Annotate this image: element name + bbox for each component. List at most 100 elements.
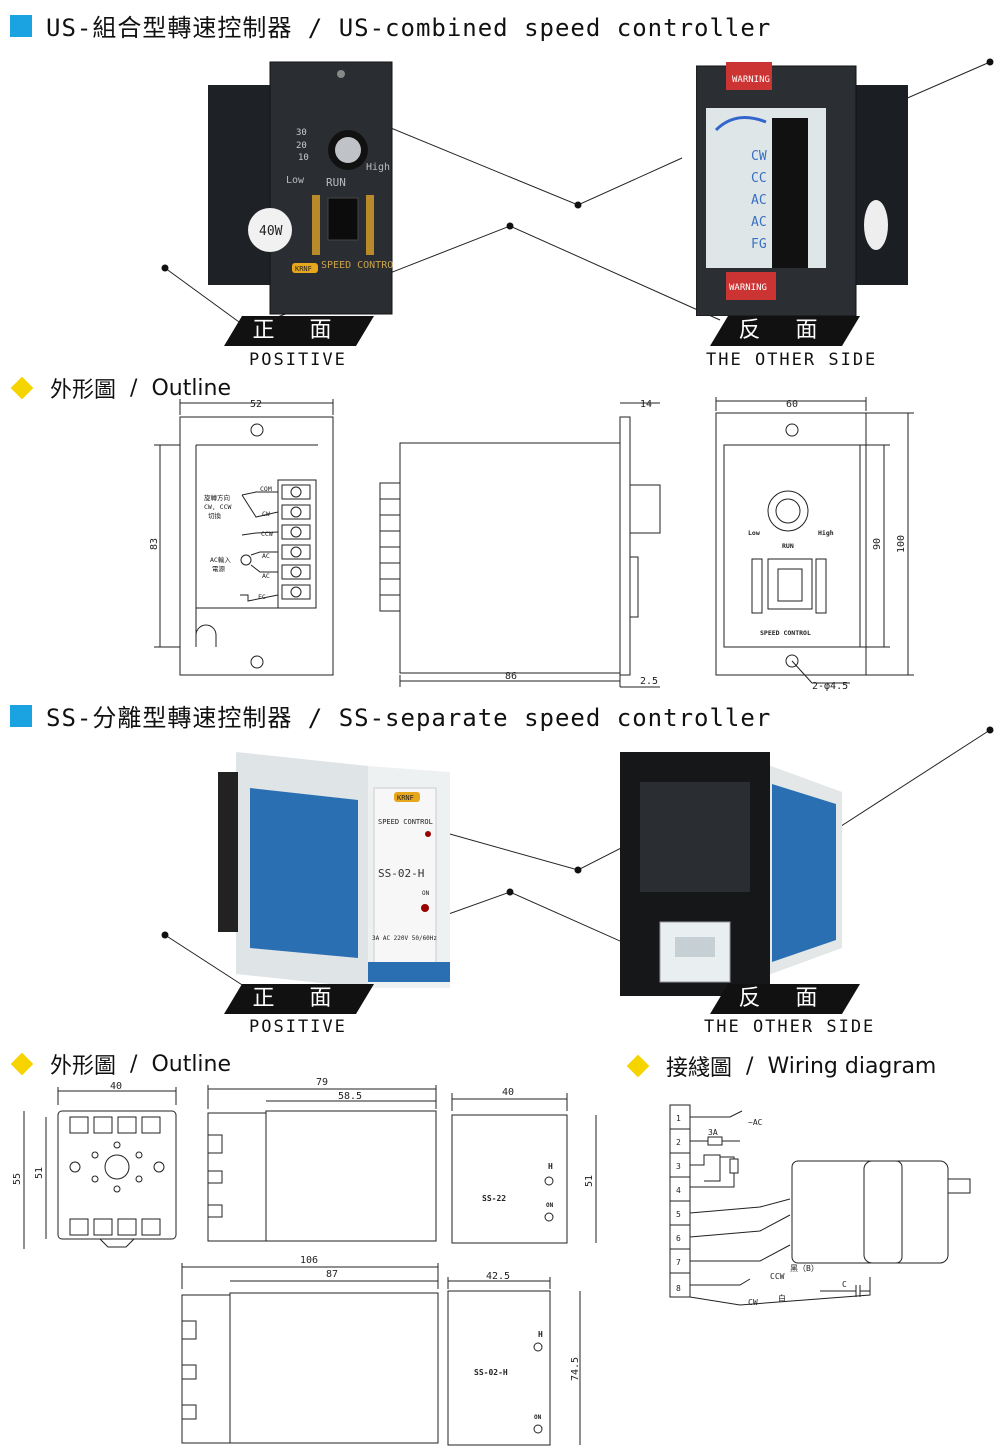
terminal-label: CW [751, 149, 767, 164]
terminal-com: COM [260, 485, 272, 493]
ss-back-photo [620, 752, 842, 996]
terminal-cw: CW [262, 510, 270, 518]
on-label: ON [534, 1414, 542, 1421]
terminal-num: 2 [676, 1138, 681, 1147]
ac-input-label: AC輸入 [210, 555, 231, 564]
speed-control-label: SPEED CONTROL [378, 818, 433, 826]
ss-back-banner: 反 面 [710, 984, 860, 1014]
low-label: Low [748, 529, 760, 537]
h-label: H [538, 1330, 543, 1339]
wiring-label-en: Wiring diagram [767, 1053, 937, 1079]
dim-40: 40 [110, 1081, 122, 1092]
us-connector-lines [161, 58, 994, 331]
ss-back-caption: THE OTHER SIDE [704, 1017, 876, 1037]
us-section-title: US-組合型轉速控制器 / US-combined speed controll… [46, 14, 772, 42]
dim-74-5: 74.5 [570, 1357, 581, 1381]
outline-label-en: Outline [151, 1051, 232, 1077]
us-outline-drawings: 52 83 14 86 2.5 60 90 100 2-φ4.5 旋轉方向 CW… [149, 397, 914, 692]
back-banner-text: 反 面 [738, 318, 832, 343]
dim-2-5: 2.5 [640, 676, 658, 687]
ss-front-banner: 正 面 [224, 984, 374, 1014]
terminal-label: AC [751, 193, 767, 208]
terminal-ac: AC [262, 552, 270, 560]
dial-high-label: High [366, 162, 390, 173]
us-front-photo: 30 20 10 Low High RUN 40W KRNF SPEED CON… [208, 61, 394, 315]
square-bullet-icon [10, 704, 32, 727]
us-outline-header: 外形圖 / Outline [8, 372, 231, 404]
terminal-label: CC [751, 171, 767, 186]
terminal-num: 4 [676, 1186, 681, 1195]
white-wire-label: 白 [778, 1293, 786, 1303]
dim-14: 14 [640, 399, 652, 410]
front-banner-text: 正 面 [252, 318, 346, 343]
ac-input-label: 電源 [212, 564, 226, 573]
dim-83: 83 [149, 538, 160, 550]
speed-control-label: SPEED CONTROL [760, 629, 811, 637]
dim-51: 51 [34, 1167, 45, 1179]
h-label: H [548, 1162, 553, 1171]
slash-separator: / [746, 1053, 754, 1079]
wiring-diagram: 1 2 3 4 5 6 7 8 3A ~AC CCW CW 黑（B） 白 C [669, 1104, 971, 1307]
outline-label-cn: 外形圖 [50, 378, 117, 403]
diamond-bullet-icon [10, 1052, 34, 1076]
ss-front-photo: KRNF SPEED CONTROL SS-02-H ON 3A AC 220V… [218, 752, 450, 988]
ss-outline-drawings: 40 55 51 79 58.5 40 51 106 87 42.5 74.5 … [12, 1077, 597, 1446]
ss-outline-header: 外形圖 / Outline [8, 1048, 231, 1080]
ss-connector-lines [161, 726, 994, 991]
warning-label-top: WARNING [732, 75, 770, 85]
dial-number: 30 [296, 128, 307, 138]
model-label: SS-02-H [378, 867, 424, 880]
run-label: RUN [326, 176, 346, 189]
square-bullet-icon [10, 14, 32, 37]
black-wire-label: 黑（B） [790, 1264, 819, 1273]
dim-40-front: 40 [502, 1087, 514, 1098]
dial-number: 20 [296, 141, 307, 151]
ccw-label: CCW [770, 1272, 785, 1281]
us-back-caption: THE OTHER SIDE [706, 350, 878, 370]
on-label: ON [546, 1202, 554, 1209]
terminal-num: 5 [676, 1210, 681, 1219]
cw-label: CW [748, 1298, 758, 1307]
ac-label: ~AC [748, 1118, 763, 1127]
slash-separator: / [130, 375, 138, 401]
dim-52: 52 [250, 399, 262, 410]
us-back-photo: WARNING CW CC AC AC FG WARNING [696, 62, 908, 316]
dim-55: 55 [12, 1173, 23, 1185]
diamond-bullet-icon [626, 1054, 650, 1078]
rot-direction-label: 旋轉方向 [204, 493, 230, 502]
terminal-num: 7 [676, 1258, 681, 1267]
dim-79: 79 [316, 1077, 328, 1088]
dim-106: 106 [300, 1255, 318, 1266]
wiring-label-cn: 接綫圖 [666, 1056, 733, 1081]
terminal-ccw: CCW [261, 530, 273, 538]
terminal-fc: FC [258, 593, 266, 601]
dim-51-front: 51 [584, 1175, 595, 1187]
rating-label: 3A AC 220V 50/60Hz [372, 935, 437, 942]
fuse-label: 3A [708, 1128, 718, 1137]
power-badge: 40W [259, 224, 283, 239]
terminal-num: 8 [676, 1284, 681, 1293]
us-front-banner: 正 面 [224, 316, 374, 346]
capacitor-label: C [842, 1280, 847, 1289]
model-ss-22: SS-22 [482, 1194, 506, 1203]
on-label: ON [422, 890, 430, 897]
back-banner-text: 反 面 [738, 986, 832, 1011]
terminal-label: FG [751, 237, 767, 252]
rot-direction-label: 切換 [208, 511, 222, 520]
dial-number: 10 [298, 153, 309, 163]
dim-42-5: 42.5 [486, 1271, 510, 1282]
front-banner-text: 正 面 [252, 986, 346, 1011]
dim-holes: 2-φ4.5 [812, 681, 848, 692]
high-label: High [818, 529, 834, 537]
terminal-num: 1 [676, 1114, 681, 1123]
logo-text: KRNF [397, 794, 414, 802]
wiring-header: 接綫圖 / Wiring diagram [624, 1050, 936, 1082]
outline-label-cn: 外形圖 [50, 1054, 117, 1079]
ss-section-header: SS-分離型轉速控制器 / SS-separate speed controll… [10, 698, 771, 733]
slash-separator: / [130, 1051, 138, 1077]
terminal-label: AC [751, 215, 767, 230]
terminal-num: 3 [676, 1162, 681, 1171]
dim-90: 90 [872, 538, 883, 550]
us-section-header: US-組合型轉速控制器 / US-combined speed controll… [10, 8, 771, 43]
dim-100: 100 [896, 535, 907, 553]
